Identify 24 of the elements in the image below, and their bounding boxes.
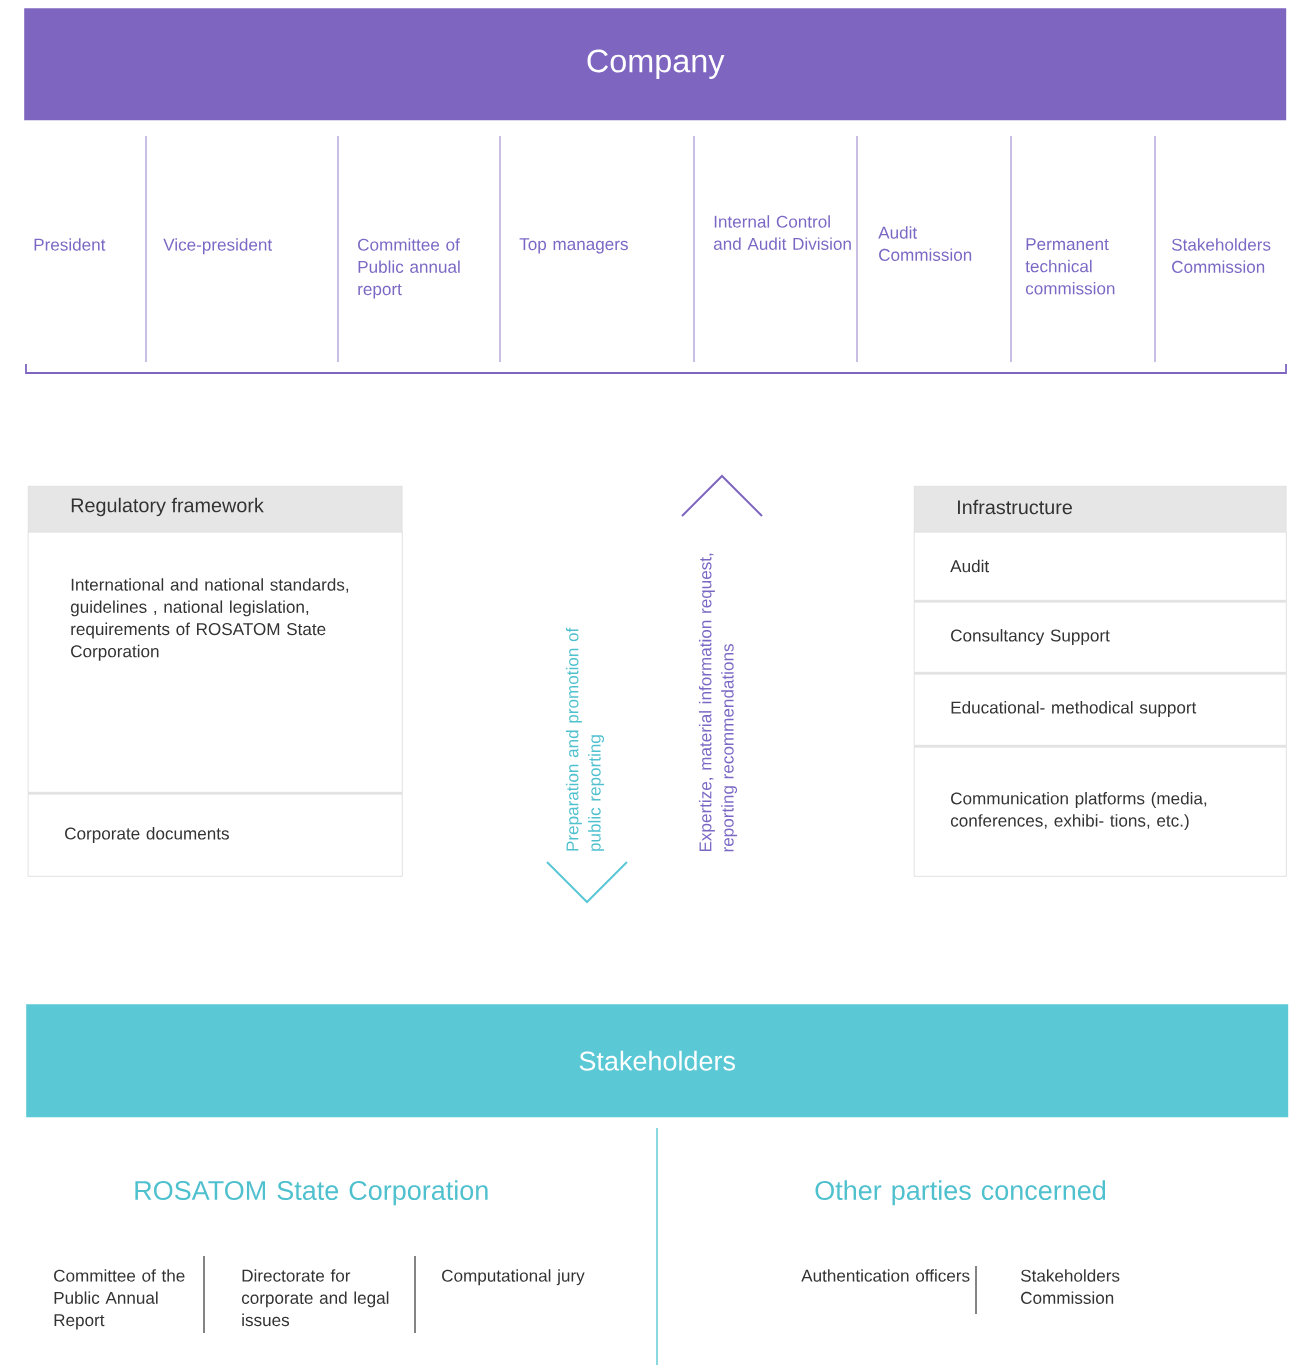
list-item-box: Communication platforms (media, conferences, exhibi- tions, etc.) (914, 747, 1287, 877)
group-heading: Other parties concerned (815, 1180, 1106, 1206)
member-label: Computational jury (442, 1269, 585, 1286)
column-label: Vice-president (163, 238, 273, 255)
column-label: Permanent technical commission (1025, 238, 1115, 295)
member-label: Stakeholders Commission (1020, 1269, 1120, 1304)
column-label: Audit Commission (878, 226, 972, 261)
column-label: President (34, 238, 106, 251)
member-label: Directorate for corporate and legal issues (241, 1269, 389, 1327)
member-label: Authentication officers (801, 1269, 970, 1282)
arrow-label: Expertize, material information request, reporting recommendations (698, 553, 738, 852)
banner: Stakeholders (26, 1004, 1289, 1118)
column-label: Internal Control and Audit Division (713, 215, 851, 250)
list-item-box: Corporate documents (28, 794, 403, 877)
list-item-box: Audit (914, 532, 1287, 601)
member-label: Committee of the Public Annual Report (54, 1269, 185, 1330)
list-item-box: Consultancy Support (914, 602, 1287, 673)
list-item-box: Educational- methodical support (914, 674, 1287, 746)
column-label: Committee of Public annual report (358, 238, 460, 299)
column-label: Top managers (519, 238, 628, 254)
group-heading: ROSATOM State Corporation (135, 1180, 488, 1206)
arrow-label: Preparation and promotion of public reporting (565, 627, 605, 851)
column-label: Stakeholders Commission (1171, 238, 1271, 273)
banner: Company (24, 8, 1287, 121)
